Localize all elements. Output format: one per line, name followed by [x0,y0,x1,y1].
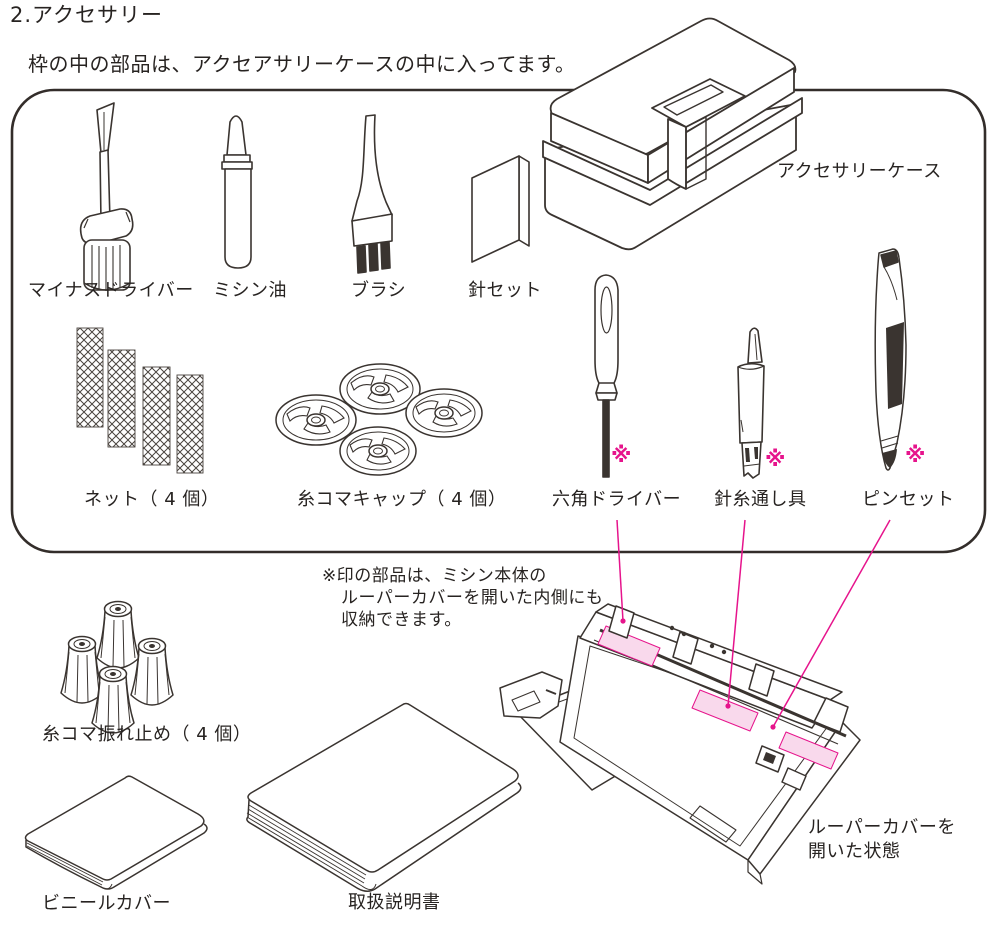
flat-screwdriver-drawing [79,102,134,291]
label-needle-set: 針セット [468,280,542,301]
label-hex-screwdriver: 六角ドライバー [552,489,682,510]
label-manual-book: 取扱説明書 [348,892,441,913]
intro-text: 枠の中の部品は、アクセアサリーケースの中に入ってます。 [28,52,576,76]
label-spool-cones: 糸コマ振れ止め（ 4 個） [42,724,252,745]
note-line-2: ルーパーカバーを開いた内側にも [341,588,604,608]
brush-drawing [351,114,393,274]
manual-book-drawing [246,702,522,892]
label-tweezers: ピンセット [862,489,955,510]
machine-caption-line-2: 開いた状態 [808,841,901,862]
vinyl-cover-drawing [24,775,208,890]
label-flat-screwdriver: マイナスドライバー [28,280,194,301]
spool-cones-drawing [60,600,174,734]
machine-oil-drawing [221,115,253,269]
label-needle-threader: 針糸通し具 [714,489,807,510]
asterisk-mark-hex-screwdriver: ※ [611,443,632,467]
label-nets: ネット（ 4 個） [84,489,220,510]
machine-caption-line-1: ルーパーカバーを [808,817,956,838]
looper-cover-machine-drawing [499,603,861,885]
note-line-1: ※印の部品は、ミシン本体の [322,566,547,586]
label-machine-oil: ミシン油 [213,280,287,301]
label-brush: ブラシ [351,280,407,301]
hex-screwdriver-drawing [594,274,619,478]
nets-drawing [76,327,204,474]
needle-set-drawing [471,155,530,263]
accessory-frame [10,88,987,554]
tweezers-drawing [874,248,907,471]
spool-caps-drawing [275,363,483,476]
label-vinyl-cover: ビニールカバー [42,893,171,914]
leader-lines [616,519,891,730]
asterisk-mark-tweezers: ※ [905,443,926,467]
page-title: 2.アクセサリー [10,3,163,27]
asterisk-mark-needle-threader: ※ [765,447,786,471]
accessory-case-drawing [542,17,803,251]
label-spool-caps: 糸コマキャップ（ 4 個） [297,489,507,510]
label-accessory-case: アクセサリーケース [777,161,942,182]
needle-threader-drawing [737,327,765,479]
note-line-3: 収納できます。 [341,610,462,630]
